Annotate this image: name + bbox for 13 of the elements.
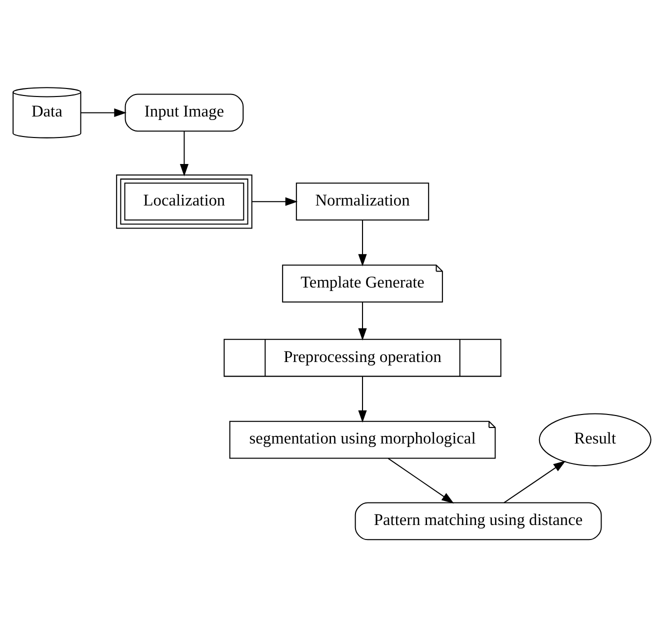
arrow (358, 376, 366, 423)
arrow (358, 302, 366, 341)
arrow (80, 108, 126, 118)
node-box: Pattern matching using distance (354, 502, 602, 540)
node-box: Normalization (295, 182, 429, 221)
arrow (503, 460, 566, 504)
arrow (179, 131, 188, 176)
arrow (387, 458, 454, 504)
node-box: Localization (116, 174, 252, 229)
arrow (252, 197, 298, 206)
node-box: Input Image (124, 94, 244, 132)
arrow (358, 220, 366, 266)
node-ellipse: Result (538, 413, 651, 466)
